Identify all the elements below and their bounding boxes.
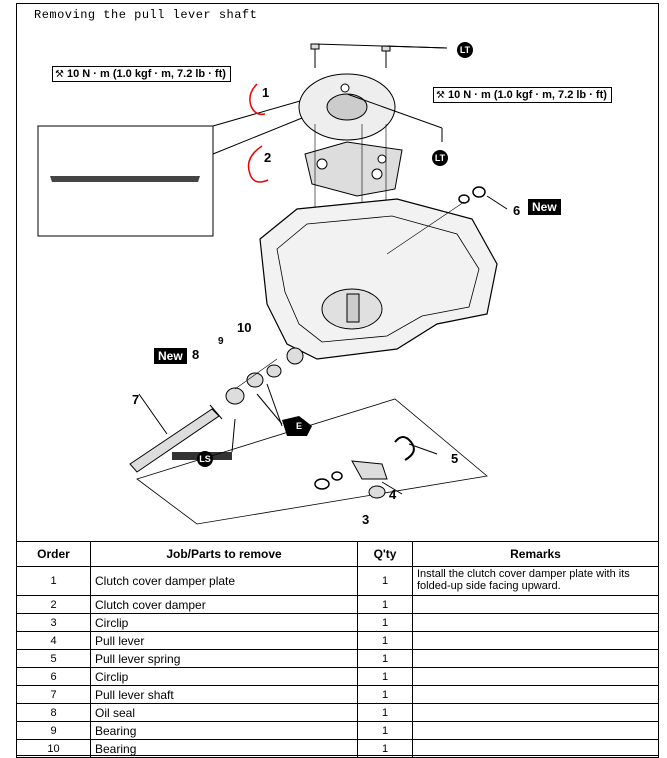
cell-remarks bbox=[412, 685, 659, 704]
cell-order: 10 bbox=[16, 739, 91, 758]
cell-remarks bbox=[412, 631, 659, 650]
parts-table: Order Job/Parts to remove Q'ty Remarks 1… bbox=[16, 541, 659, 758]
cell-qty: 1 bbox=[357, 649, 413, 668]
header-order: Order bbox=[16, 541, 91, 567]
table-header-row: Order Job/Parts to remove Q'ty Remarks bbox=[16, 541, 659, 567]
lt-icon: LT bbox=[457, 42, 473, 58]
table-row: 9 Bearing 1 bbox=[16, 721, 659, 740]
bolt-right bbox=[381, 45, 391, 68]
inset-plate-profile bbox=[50, 176, 200, 182]
new-tag: New bbox=[154, 348, 187, 364]
exploded-diagram bbox=[37, 43, 508, 525]
table-row: 1 Clutch cover damper plate 1 Install th… bbox=[16, 566, 659, 596]
cell-job: Clutch cover damper plate bbox=[90, 566, 358, 596]
table-row: 6 Circlip 1 bbox=[16, 667, 659, 686]
crankcase-cover bbox=[259, 198, 498, 360]
wrench-icon: ⚒ bbox=[436, 90, 445, 101]
header-job: Job/Parts to remove bbox=[90, 541, 358, 567]
callout-3: 3 bbox=[362, 512, 370, 527]
header-qty: Q'ty bbox=[357, 541, 413, 567]
table-row: 3 Circlip 1 bbox=[16, 613, 659, 632]
callout-7: 7 bbox=[132, 392, 140, 407]
cell-qty: 1 bbox=[357, 566, 413, 596]
table-row: 5 Pull lever spring 1 bbox=[16, 649, 659, 668]
cell-remarks bbox=[412, 649, 659, 668]
cell-job: Pull lever bbox=[90, 631, 358, 650]
cell-job: Pull lever spring bbox=[90, 649, 358, 668]
cell-order: 2 bbox=[16, 595, 91, 614]
cell-job: Bearing bbox=[90, 721, 358, 740]
cell-job: Bearing bbox=[90, 739, 358, 758]
header-remarks: Remarks bbox=[412, 541, 659, 567]
cell-order: 7 bbox=[16, 685, 91, 704]
cell-qty: 1 bbox=[357, 739, 413, 758]
cell-qty: 1 bbox=[357, 721, 413, 740]
ls-icon: LS bbox=[197, 451, 213, 467]
callout-1: 1 bbox=[262, 85, 270, 100]
table-row: 10 Bearing 1 bbox=[16, 739, 659, 758]
cell-remarks bbox=[412, 703, 659, 722]
callout-8: 8 bbox=[192, 347, 200, 362]
cell-job: Pull lever shaft bbox=[90, 685, 358, 704]
table-row: 8 Oil seal 1 bbox=[16, 703, 659, 722]
cell-order: 5 bbox=[16, 649, 91, 668]
clutch-cover-damper bbox=[304, 141, 403, 197]
cell-qty: 1 bbox=[357, 703, 413, 722]
new-tag: New bbox=[528, 199, 561, 215]
cell-qty: 1 bbox=[357, 613, 413, 632]
bearing-9 bbox=[246, 372, 264, 388]
pull-lever-panel bbox=[136, 398, 488, 525]
cell-qty: 1 bbox=[357, 631, 413, 650]
red-annotation-1 bbox=[249, 83, 266, 116]
cell-remarks bbox=[412, 595, 659, 614]
callout-5: 5 bbox=[451, 451, 459, 466]
callout-6: 6 bbox=[513, 203, 521, 218]
cell-job: Circlip bbox=[90, 667, 358, 686]
cell-remarks bbox=[412, 613, 659, 632]
torque-spec-right: ⚒10 N · m (1.0 kgf · m, 7.2 lb · ft) bbox=[433, 87, 612, 103]
page-title: Removing the pull lever shaft bbox=[34, 8, 258, 22]
cell-order: 4 bbox=[16, 631, 91, 650]
cell-job: Clutch cover damper bbox=[90, 595, 358, 614]
cell-qty: 1 bbox=[357, 685, 413, 704]
table-row: 2 Clutch cover damper 1 bbox=[16, 595, 659, 614]
callout-9: 9 bbox=[218, 336, 224, 347]
cell-remarks bbox=[412, 667, 659, 686]
lt-icon: LT bbox=[432, 150, 448, 166]
cell-order: 9 bbox=[16, 721, 91, 740]
pull-lever bbox=[351, 460, 388, 480]
cell-order: 6 bbox=[16, 667, 91, 686]
table-row: 4 Pull lever 1 bbox=[16, 631, 659, 650]
cell-qty: 1 bbox=[357, 667, 413, 686]
callout-2: 2 bbox=[264, 150, 272, 165]
cell-remarks bbox=[412, 739, 659, 758]
cell-job: Circlip bbox=[90, 613, 358, 632]
cell-remarks bbox=[412, 721, 659, 740]
e-icon: E bbox=[291, 418, 307, 434]
wrench-icon: ⚒ bbox=[55, 69, 64, 80]
callout-10: 10 bbox=[237, 320, 252, 335]
bolt-left bbox=[310, 43, 320, 68]
table-row: 7 Pull lever shaft 1 bbox=[16, 685, 659, 704]
pull-lever-spring bbox=[394, 436, 415, 461]
cell-remarks: Install the clutch cover damper plate wi… bbox=[412, 566, 659, 596]
cell-order: 1 bbox=[16, 566, 91, 596]
torque-spec-left: ⚒10 N · m (1.0 kgf · m, 7.2 lb · ft) bbox=[52, 66, 231, 82]
oil-seal bbox=[225, 387, 245, 405]
red-annotation-2 bbox=[247, 145, 269, 183]
bearing-10 bbox=[266, 364, 282, 378]
cell-job: Oil seal bbox=[90, 703, 358, 722]
callout-4: 4 bbox=[389, 487, 397, 502]
cell-order: 3 bbox=[16, 613, 91, 632]
cell-order: 8 bbox=[16, 703, 91, 722]
cell-qty: 1 bbox=[357, 595, 413, 614]
